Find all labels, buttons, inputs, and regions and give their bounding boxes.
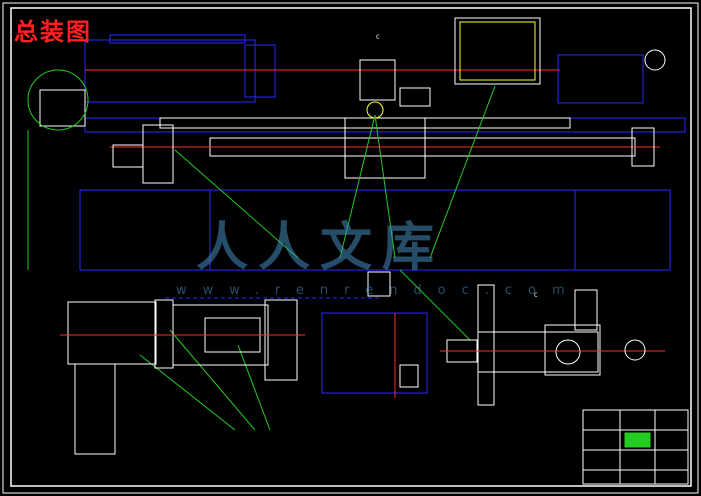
left-leg [79, 189, 211, 271]
leader-1 [174, 149, 299, 259]
right-bearing-block [631, 127, 655, 167]
title-block [582, 409, 689, 485]
tail-box [544, 324, 601, 376]
leader-4 [429, 85, 496, 259]
handwheel [644, 49, 666, 71]
watermark-url: www.renrendoc.com [176, 283, 581, 298]
tailstock [557, 54, 644, 104]
drive-box-left [142, 124, 174, 184]
main-lathe-view [27, 17, 686, 271]
left-motor [112, 144, 144, 168]
clamp-knob [367, 271, 391, 297]
detail-circle-a-box [39, 89, 86, 127]
tail-plate [477, 284, 495, 406]
headstock-top [109, 34, 246, 44]
detail-circle-a [27, 69, 89, 131]
clamp-block [321, 312, 428, 394]
title-block-frame [582, 409, 689, 485]
control-panel-screen [459, 21, 536, 81]
section-tag: C [534, 292, 538, 299]
right-leg [574, 189, 671, 271]
cross-rail [159, 117, 571, 129]
tail-bearing [555, 339, 581, 365]
tail-handwheel [624, 339, 646, 361]
control-panel [454, 17, 541, 85]
section-view-middle [321, 271, 428, 398]
leader-2 [339, 114, 376, 259]
leader-6 [139, 354, 236, 431]
gear-housing [67, 301, 157, 365]
drawing-title: 总装图 [14, 18, 92, 46]
leader-7 [169, 329, 256, 431]
watermark-text: 人人文库 [196, 218, 445, 278]
section-view-right [440, 284, 665, 406]
headstock [84, 39, 256, 103]
section-view-left [60, 297, 380, 455]
bearing-plate [154, 299, 174, 369]
leader-5 [399, 269, 471, 341]
leader-8 [237, 344, 271, 431]
clamp-screw [399, 364, 419, 388]
section-break [264, 299, 298, 381]
tail-quill [477, 331, 599, 373]
top-motor [359, 59, 396, 101]
leader-3 [374, 114, 396, 259]
tail-motor [574, 289, 598, 331]
bed-way [84, 117, 686, 133]
gearbox [399, 87, 431, 107]
spindle-flange [244, 44, 276, 98]
inner-frame [10, 7, 692, 487]
carriage [344, 117, 426, 179]
title-fill [624, 432, 651, 448]
motor-tag: C [376, 34, 380, 41]
motor-column [74, 363, 116, 455]
